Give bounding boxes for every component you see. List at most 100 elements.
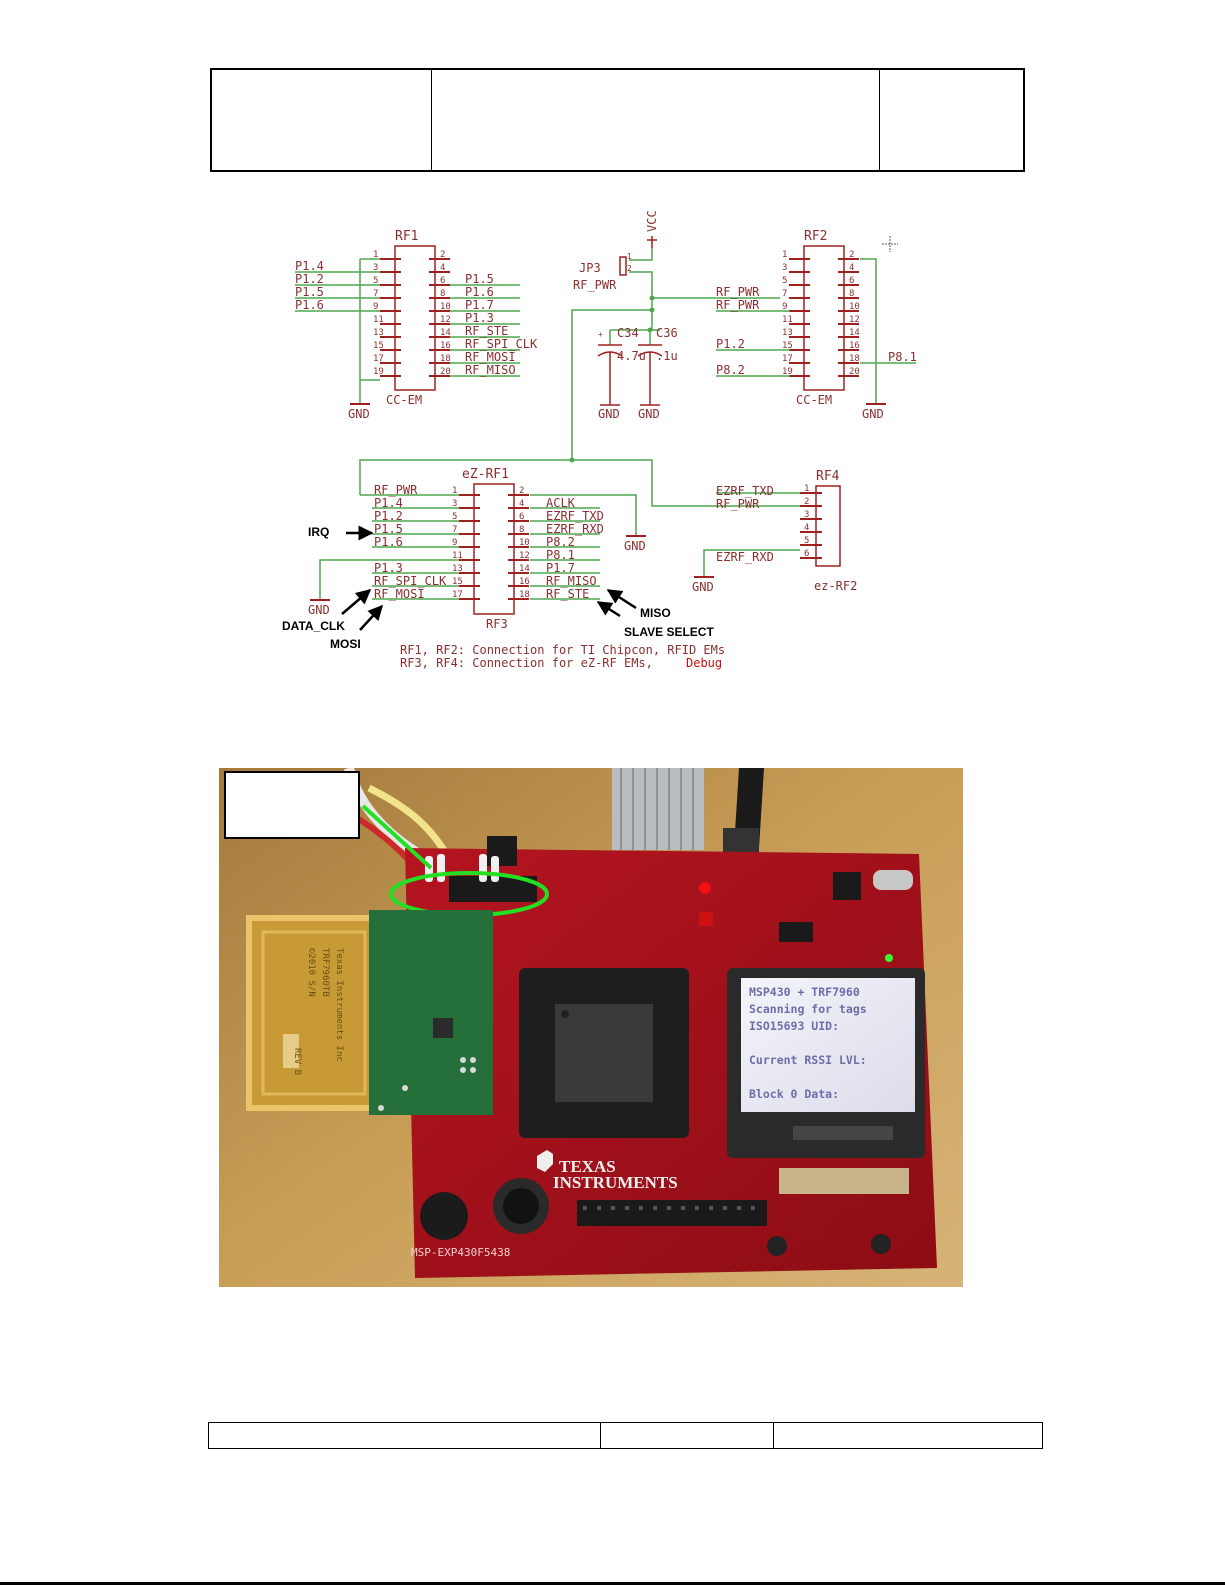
module-text-1: Texas Instruments Inc <box>334 948 344 1062</box>
board-photo: Texas Instruments Inc TRF7960TB ©2010 S/… <box>219 768 963 1287</box>
pin-number: 19 <box>782 367 793 377</box>
brand-line-1: TEXAS <box>559 1157 616 1176</box>
pin-number: 17 <box>782 354 793 364</box>
note-line-1: RF1, RF2: Connection for TI Chipcon, RFI… <box>400 643 725 657</box>
ez-net-left-6: P1.3 <box>374 561 403 575</box>
pin-number: 11 <box>373 315 384 325</box>
ezrf2-net-3: EZRF_RXD <box>716 550 774 564</box>
ez-net-left-7: RF_SPI_CLK <box>374 574 447 588</box>
c36-name: C36 <box>656 326 678 340</box>
pin-number: 1 <box>373 250 378 260</box>
rf1-net-right-5: RF_STE <box>465 324 508 338</box>
lcd-line: MSP430 + TRF7960 <box>749 985 860 999</box>
c34-gnd: GND <box>598 407 620 421</box>
pin-number: 16 <box>440 341 451 351</box>
pin-number: 18 <box>440 354 451 364</box>
module-text-4: REV B <box>292 1048 302 1075</box>
module-text-3: ©2010 S/N <box>306 948 316 997</box>
mosi-label: MOSI <box>330 637 361 651</box>
pin-number: 6 <box>519 512 524 522</box>
pin-number: 3 <box>804 510 809 520</box>
pin-number: 3 <box>782 263 787 273</box>
jp3-net-label: RF_PWR <box>573 278 617 292</box>
ez-net-right-1: ACLK <box>546 496 576 510</box>
rf1-net-left-4: P1.6 <box>295 298 324 312</box>
pin-number: 4 <box>519 499 524 509</box>
pin-number: 14 <box>849 328 860 338</box>
header-cell-left <box>212 70 432 170</box>
jp3-label: JP3 <box>579 261 601 275</box>
header-table <box>210 68 1025 172</box>
pin-number: 14 <box>519 564 530 574</box>
pin-number: 16 <box>519 577 530 587</box>
header-cell-middle <box>432 70 880 170</box>
pin-number: 7 <box>452 525 457 535</box>
ezrf2-net-2: RF_PWR <box>716 497 760 511</box>
board-name: MSP-EXP430F5438 <box>411 1246 510 1259</box>
page-bottom-rule <box>0 1582 1225 1585</box>
rf1-net-right-2: P1.6 <box>465 285 494 299</box>
schematic-notes: RF1, RF2: Connection for TI Chipcon, RFI… <box>400 643 725 670</box>
ezrf1-title: eZ-RF1 <box>462 467 509 482</box>
lcd-line: ISO15693 UID: <box>749 1019 839 1033</box>
pin-number: 18 <box>519 590 530 600</box>
pin-number: 7 <box>782 289 787 299</box>
expansion-header <box>577 1200 767 1226</box>
pin-number: 9 <box>782 302 787 312</box>
rf2-title: RF2 <box>804 229 827 244</box>
rf1-net-left-1: P1.4 <box>295 259 324 273</box>
pin-number: 4 <box>440 263 445 273</box>
rf1-subtitle: CC-EM <box>386 393 422 407</box>
jp3-pin-1: 1 <box>627 252 632 261</box>
pin-number: 2 <box>804 497 809 507</box>
note-line-2-debug: Debug <box>686 656 722 670</box>
footer-cell-right <box>774 1423 1042 1448</box>
vcc-label: VCC <box>645 210 659 232</box>
rf2-gnd-label: GND <box>862 407 884 421</box>
rf1-net-left-3: P1.5 <box>295 285 324 299</box>
pin-number: 6 <box>440 276 445 286</box>
rf1-net-left-2: P1.2 <box>295 272 324 286</box>
pin-number: 9 <box>373 302 378 312</box>
miso-label: MISO <box>640 606 671 620</box>
callout-box <box>224 771 360 839</box>
ez-net-left-5: P1.6 <box>374 535 403 549</box>
pin-number: 10 <box>849 302 860 312</box>
pin-number: 11 <box>782 315 793 325</box>
rf1-net-right-3: P1.7 <box>465 298 494 312</box>
pin-number: 13 <box>373 328 384 338</box>
svg-text:+: + <box>598 330 603 339</box>
ezrf2-title: RF4 <box>816 469 840 484</box>
c34-value: 4.7u <box>617 349 646 363</box>
ezrf2-gnd: GND <box>692 580 714 594</box>
pin-number: 16 <box>849 341 860 351</box>
rf1-title: RF1 <box>395 229 418 244</box>
pin-number: 12 <box>519 551 530 561</box>
pin-number: 2 <box>519 486 524 496</box>
lcd-line: Block 0 Data: <box>749 1087 839 1101</box>
rf2-net-left-2: RF_PWR <box>716 298 760 312</box>
ez-net-right-7: RF_MISO <box>546 574 597 588</box>
board-illustration: Texas Instruments Inc TRF7960TB ©2010 S/… <box>219 768 963 1287</box>
ez-net-right-8: RF_STE <box>546 587 589 601</box>
pin-number: 17 <box>452 590 463 600</box>
pin-number: 5 <box>373 276 378 286</box>
pin-number: 1 <box>782 250 787 260</box>
lcd-line: Current RSSI LVL: <box>749 1053 867 1067</box>
pin-number: 3 <box>373 263 378 273</box>
pin-number: 18 <box>849 354 860 364</box>
module-text-2: TRF7960TB <box>320 948 330 997</box>
pin-number: 15 <box>452 577 463 587</box>
pin-number: 1 <box>452 486 457 496</box>
rf-module <box>369 910 493 1115</box>
pin-number: 8 <box>440 289 445 299</box>
rf1-net-right-7: RF_MOSI <box>465 350 516 364</box>
pin-number: 15 <box>782 341 793 351</box>
ez-net-left-3: P1.2 <box>374 509 403 523</box>
microphone <box>420 1192 468 1240</box>
texas-instruments-logo: TEXAS INSTRUMENTS <box>537 1150 678 1192</box>
